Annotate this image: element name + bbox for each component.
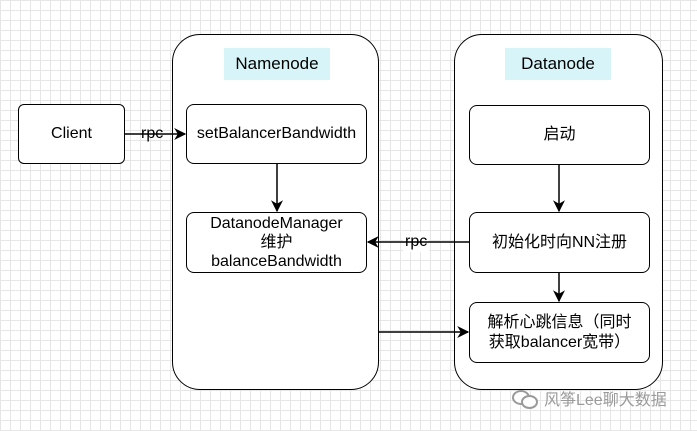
edge-label-rpc-client-text: rpc	[141, 125, 164, 142]
init-register-node: 初始化时向NN注册	[469, 212, 650, 273]
edge-label-rpc-datanode-text: rpc	[405, 233, 428, 250]
heartbeat-line1: 解析心跳信息（同时	[487, 314, 632, 332]
client-label: Client	[51, 125, 92, 143]
heartbeat-parse-node: 解析心跳信息（同时 获取balancer宽带）	[469, 302, 650, 363]
watermark: 风筝Lee聊大数据	[512, 386, 667, 410]
namenode-title-text: Namenode	[235, 54, 319, 73]
startup-node: 启动	[469, 105, 650, 165]
datanode-manager-line1: DatanodeManager	[210, 214, 343, 232]
datanode-manager-line2: 维护	[260, 233, 293, 251]
wechat-icon	[512, 388, 538, 409]
datanode-title-text: Datanode	[521, 54, 595, 73]
edge-label-rpc-client: rpc	[141, 124, 163, 144]
set-balancer-bandwidth-node: setBalancerBandwidth	[186, 104, 367, 164]
client-node: Client	[18, 104, 125, 164]
datanode-manager-line3: balanceBandwidth	[211, 253, 342, 271]
datanode-manager-node: DatanodeManager 维护 balanceBandwidth	[186, 212, 367, 273]
startup-label: 启动	[543, 126, 576, 144]
init-register-label: 初始化时向NN注册	[491, 233, 628, 251]
datanode-title: Datanode	[505, 48, 611, 80]
watermark-text: 风筝Lee聊大数据	[544, 392, 667, 409]
set-balancer-bandwidth-label: setBalancerBandwidth	[196, 125, 357, 143]
namenode-title: Namenode	[224, 48, 330, 80]
heartbeat-line2: 获取balancer宽带）	[488, 333, 631, 351]
edge-label-rpc-datanode: rpc	[403, 232, 430, 252]
